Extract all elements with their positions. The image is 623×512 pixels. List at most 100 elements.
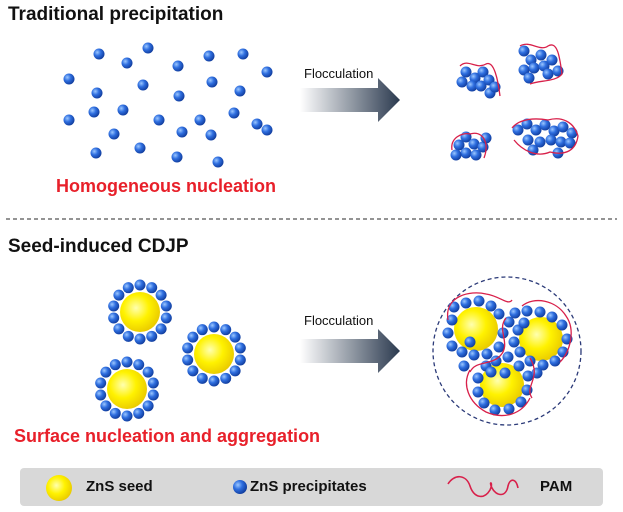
zns-seed	[107, 369, 147, 409]
flocs-top	[450, 43, 579, 161]
precipitate-particle	[512, 124, 524, 136]
precipitate-particle	[108, 128, 120, 140]
legend-seed-label: ZnS seed	[86, 478, 153, 495]
precipitate-particle	[142, 400, 154, 412]
precipitate-particle	[137, 79, 149, 91]
pam-chain	[451, 132, 487, 159]
precipitate-particle	[113, 323, 125, 335]
precipitate-particle	[546, 54, 558, 66]
precipitate-particle	[513, 360, 525, 372]
precipitate-particle	[475, 80, 487, 92]
precipitate-particle	[220, 372, 232, 384]
seed-legend-icon	[46, 475, 72, 501]
precipitate-particle	[187, 365, 199, 377]
pam-legend-icon	[447, 475, 519, 498]
precipitate-particle	[109, 359, 121, 371]
free-precipitates	[63, 42, 273, 168]
precipitate-particle	[523, 72, 535, 84]
precipitate-particle	[472, 372, 484, 384]
precipitate-particle	[261, 124, 273, 136]
precipitate-particle	[160, 300, 172, 312]
precipitate-particle	[450, 149, 462, 161]
precipitate-particle	[453, 139, 465, 151]
pam-chain	[465, 369, 531, 417]
precipitate-particle	[234, 354, 246, 366]
zns-seed	[194, 334, 234, 374]
bottom-arrow-label: Flocculation	[304, 313, 374, 328]
precipitate-particle	[548, 125, 560, 137]
top-section-label: Homogeneous nucleation	[56, 176, 277, 196]
precipitate-particle	[182, 342, 194, 354]
precipitate-particle	[542, 68, 554, 80]
precipitate-particle	[537, 359, 549, 371]
precipitate-particle	[187, 331, 199, 343]
precipitate-particle	[456, 346, 468, 358]
precipitate-particle	[521, 305, 533, 317]
precipitate-particle	[251, 118, 263, 130]
precipitate-particle	[480, 132, 492, 144]
precipitate-particle	[91, 87, 103, 99]
precipitate-particle	[534, 136, 546, 148]
precipitate-particle	[173, 90, 185, 102]
precipitate-particle	[530, 124, 542, 136]
pam-chain	[519, 43, 563, 85]
precipitate-particle	[100, 366, 112, 378]
precipitate-particle	[456, 76, 468, 88]
legend: ZnS seed ZnS precipitates PAM	[20, 468, 603, 506]
precipitate-particle	[442, 327, 454, 339]
precipitate-particle	[63, 114, 75, 126]
precipitate-particle	[117, 104, 129, 116]
precipitate-particle	[93, 48, 105, 60]
precipitate-particle	[503, 403, 515, 415]
precipitate-particle	[229, 331, 241, 343]
precipitate-particle	[556, 319, 568, 331]
precipitate-particle	[108, 300, 120, 312]
precipitate-particle	[490, 355, 502, 367]
precipitate-particle	[155, 289, 167, 301]
precipitate-particle	[458, 360, 470, 372]
precipitate-particle	[460, 147, 472, 159]
precipitate-particle	[477, 66, 489, 78]
precipitate-particle	[196, 372, 208, 384]
precipitate-particle	[493, 341, 505, 353]
precipitate-particle	[121, 57, 133, 69]
pam-chain	[459, 62, 501, 97]
precipitate-particle	[234, 342, 246, 354]
precipitate-particle	[153, 114, 165, 126]
precipitate-particle	[237, 48, 249, 60]
precipitate-particle	[502, 351, 514, 363]
legend-precipitates-label: ZnS precipitates	[250, 478, 367, 495]
precipitate-particle	[446, 314, 458, 326]
precipitate-particle	[63, 73, 75, 85]
precipitate-particle	[514, 346, 526, 358]
precipitate-particle	[234, 85, 246, 97]
zns-seed	[519, 317, 563, 361]
precipitate-particle	[557, 121, 569, 133]
precipitate-particle	[503, 316, 515, 328]
precipitate-particle	[535, 49, 547, 61]
bottom-section-label: Surface nucleation and aggregation	[14, 426, 321, 446]
legend-pam-label: PAM	[540, 478, 573, 495]
precipitate-particle	[171, 151, 183, 163]
precipitate-particle	[499, 367, 511, 379]
pam-chain	[521, 299, 572, 363]
precipitate-particle	[546, 311, 558, 323]
precipitate-particle	[473, 295, 485, 307]
precipitate-particle	[155, 323, 167, 335]
seed-clusters	[95, 279, 246, 422]
precipitate-particle	[522, 370, 534, 382]
precipitate-particle	[566, 127, 578, 139]
precipitate-particle	[564, 137, 576, 149]
precipitate-particle	[481, 348, 493, 360]
precipitate-particle	[134, 333, 146, 345]
precipitate-particle	[515, 396, 527, 408]
precipitate-particle	[122, 330, 134, 342]
precipitate-particle	[172, 60, 184, 72]
precipitate-particle	[203, 50, 215, 62]
flocculation-arrow-top	[300, 78, 400, 122]
precipitate-particle	[121, 410, 133, 422]
pam-chain	[511, 118, 579, 155]
precipitate-particle	[95, 389, 107, 401]
precipitate-particle	[534, 306, 546, 318]
precipitate-particle	[212, 156, 224, 168]
